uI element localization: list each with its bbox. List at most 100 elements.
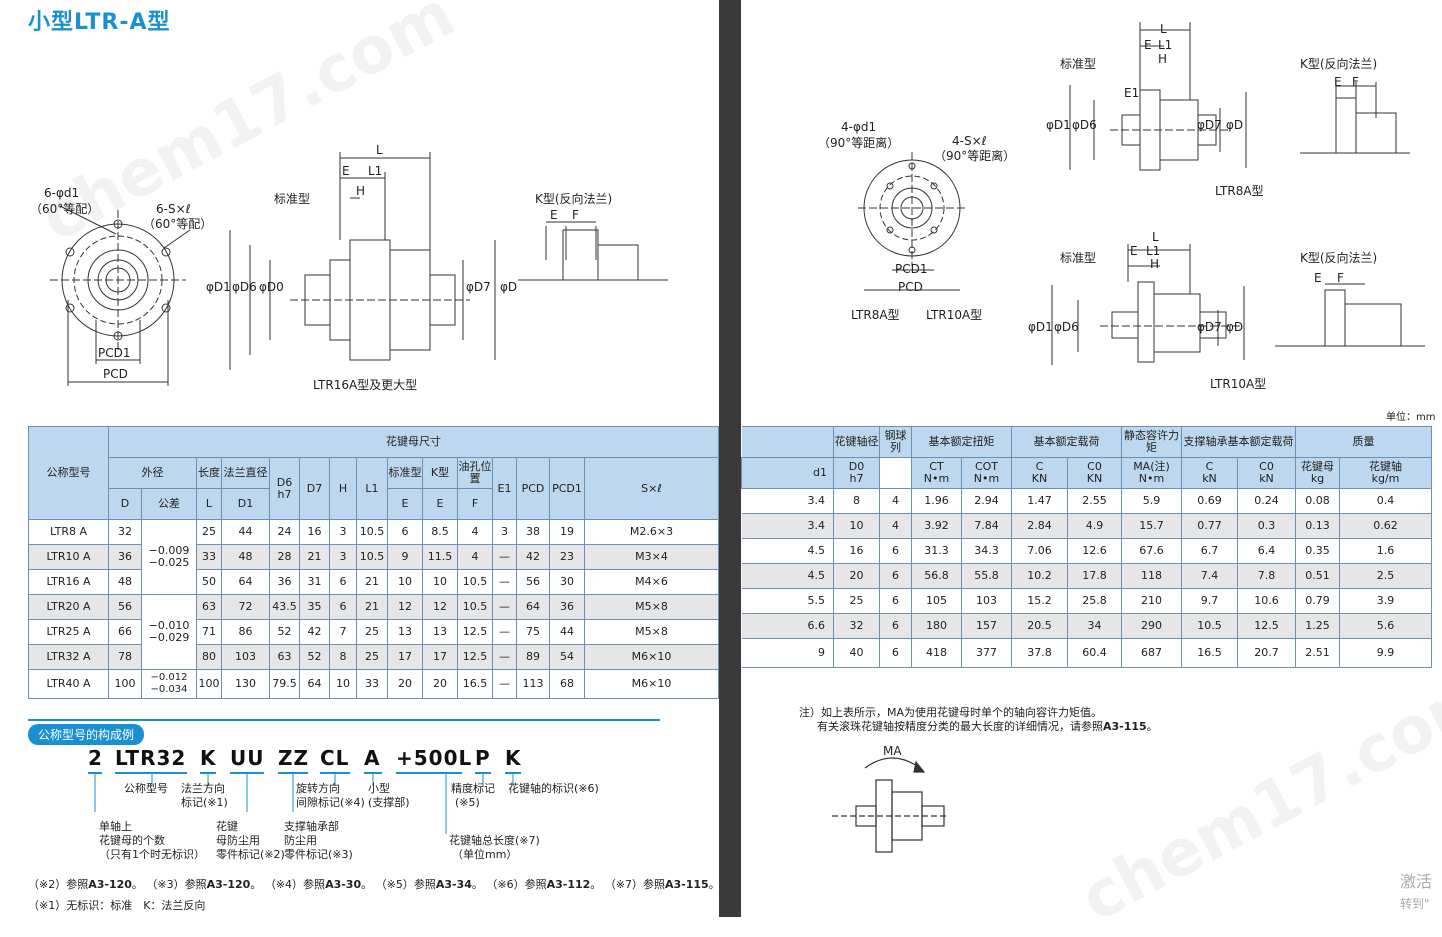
- r-col-sc0-label: C0: [1259, 460, 1274, 473]
- table-cell: 56: [516, 569, 550, 595]
- col-d6-label: D6: [276, 475, 293, 489]
- dim-E: E: [342, 164, 350, 178]
- lbl-seal-2: 母防尘用: [216, 834, 260, 847]
- r10-standard-label: 标准型: [1060, 251, 1097, 265]
- lbl-count-2: 花键母的个数: [99, 834, 165, 847]
- table-cell: 40: [833, 638, 880, 668]
- ref-7-link[interactable]: A3-115: [665, 878, 709, 891]
- underline: [396, 772, 462, 774]
- table-cell: 10.5: [1181, 613, 1238, 639]
- model-cell: LTR16 A: [28, 569, 109, 595]
- col-pcd1: PCD1: [549, 457, 585, 520]
- r10-dim-D: φD: [1226, 320, 1244, 334]
- table-cell: 80: [196, 644, 222, 670]
- r8-dim-D7: φD7: [1197, 118, 1222, 132]
- table-cell: 24: [269, 519, 300, 545]
- note-2: 有关滚珠花键轴按精度分类的最大长度的详细情况，请参照A3-115。: [817, 720, 1158, 734]
- table-cell: 3: [329, 519, 357, 545]
- lbl-precision-2: (※5): [455, 796, 480, 809]
- tolerance-cell: −0.012 −0.034: [141, 669, 197, 699]
- table-cell: 130: [221, 669, 270, 699]
- table-cell: 31: [299, 569, 330, 595]
- table-cell: —: [492, 544, 517, 570]
- lbl-small: 小型: [368, 782, 390, 795]
- table-cell: 17: [422, 644, 458, 670]
- table-cell: 11.5: [422, 544, 458, 570]
- goto-text: 转到": [1400, 897, 1430, 911]
- table-cell: 10.5: [356, 519, 388, 545]
- table-cell: 12: [387, 594, 423, 620]
- table-cell: 12.5: [457, 644, 493, 670]
- table-cell: 32: [833, 613, 880, 639]
- table-cell: 3.92: [911, 513, 962, 539]
- table-cell: 7.4: [1181, 563, 1238, 589]
- r-flange-thread-sub: （90°等距离）: [934, 149, 1016, 163]
- table-cell: 56: [108, 594, 142, 620]
- table-cell: 17: [387, 644, 423, 670]
- col-h: H: [329, 457, 357, 520]
- r-col-shaft: 花键轴径: [833, 426, 880, 458]
- r8-dim-H: H: [1158, 52, 1168, 66]
- ref-5-link[interactable]: A3-34: [435, 878, 472, 891]
- table-cell: 9.7: [1181, 588, 1238, 614]
- table-cell: 210: [1121, 588, 1182, 614]
- dim-D7: φD7: [466, 280, 491, 294]
- table-cell: 4: [457, 519, 493, 545]
- model-cell: LTR8 A: [28, 519, 109, 545]
- table-cell: 10.6: [1237, 588, 1296, 614]
- table-cell: 30: [549, 569, 585, 595]
- col-k: K型: [422, 457, 458, 489]
- r-col-ma-unit: N•m: [1138, 472, 1165, 485]
- table-cell: —: [492, 594, 517, 620]
- r8-dim-L: L: [1160, 22, 1167, 36]
- r8-dim-D6: φD6: [1072, 118, 1097, 132]
- table-cell: 37.8: [1011, 638, 1068, 668]
- book-spine: [719, 0, 741, 917]
- ma-label: MA: [883, 744, 902, 758]
- note-2-ref[interactable]: A3-115: [1103, 720, 1147, 733]
- table-cell: 89: [516, 644, 550, 670]
- col-length: 长度: [196, 457, 222, 489]
- table-cell: 64: [221, 569, 270, 595]
- activate-text: 激活: [1400, 872, 1433, 891]
- table-cell: 48: [108, 569, 142, 595]
- model-cell: LTR32 A: [28, 644, 109, 670]
- table-cell: 16.5: [457, 669, 493, 699]
- table-cell: 1.96: [911, 488, 962, 514]
- r-col-load: 基本额定载荷: [1011, 426, 1122, 458]
- r10-k-F: F: [1337, 271, 1344, 285]
- pcd1-label: PCD1: [98, 346, 131, 360]
- ref-2-post: 。: [131, 878, 143, 891]
- ref-2-link[interactable]: A3-120: [88, 878, 132, 891]
- table-cell: 10: [329, 669, 357, 699]
- col-L: L: [196, 488, 222, 520]
- r10-dim-D6: φD6: [1054, 320, 1079, 334]
- table-cell: 20.7: [1237, 638, 1296, 668]
- pcd-label: PCD: [103, 367, 128, 381]
- ref-2-pre: （※2）参照: [28, 878, 89, 891]
- r-col-sc-label: C: [1205, 460, 1214, 473]
- ltr10a-standard-drawing: [1051, 244, 1245, 365]
- ref-4-link[interactable]: A3-30: [325, 878, 362, 891]
- ref-3-link[interactable]: A3-120: [206, 878, 251, 891]
- table-cell: 15.2: [1011, 588, 1068, 614]
- table-cell: 16: [833, 538, 880, 564]
- col-tol: 公差: [141, 488, 197, 520]
- r-col-ball: 钢球列: [879, 426, 912, 458]
- ltr8a-k-drawing: [1300, 82, 1410, 154]
- ref-6-link[interactable]: A3-112: [546, 878, 591, 891]
- table-cell: 71: [196, 619, 222, 645]
- code-part-shaft: K: [505, 746, 522, 770]
- table-cell: 0.35: [1295, 538, 1340, 564]
- table-cell: 6: [879, 638, 912, 668]
- flange-hole-sub: （60°等配）: [30, 202, 100, 216]
- table-cell: 3.4: [741, 513, 834, 539]
- col-Ek: E: [422, 488, 458, 520]
- r-col-c-label: C: [1035, 460, 1044, 473]
